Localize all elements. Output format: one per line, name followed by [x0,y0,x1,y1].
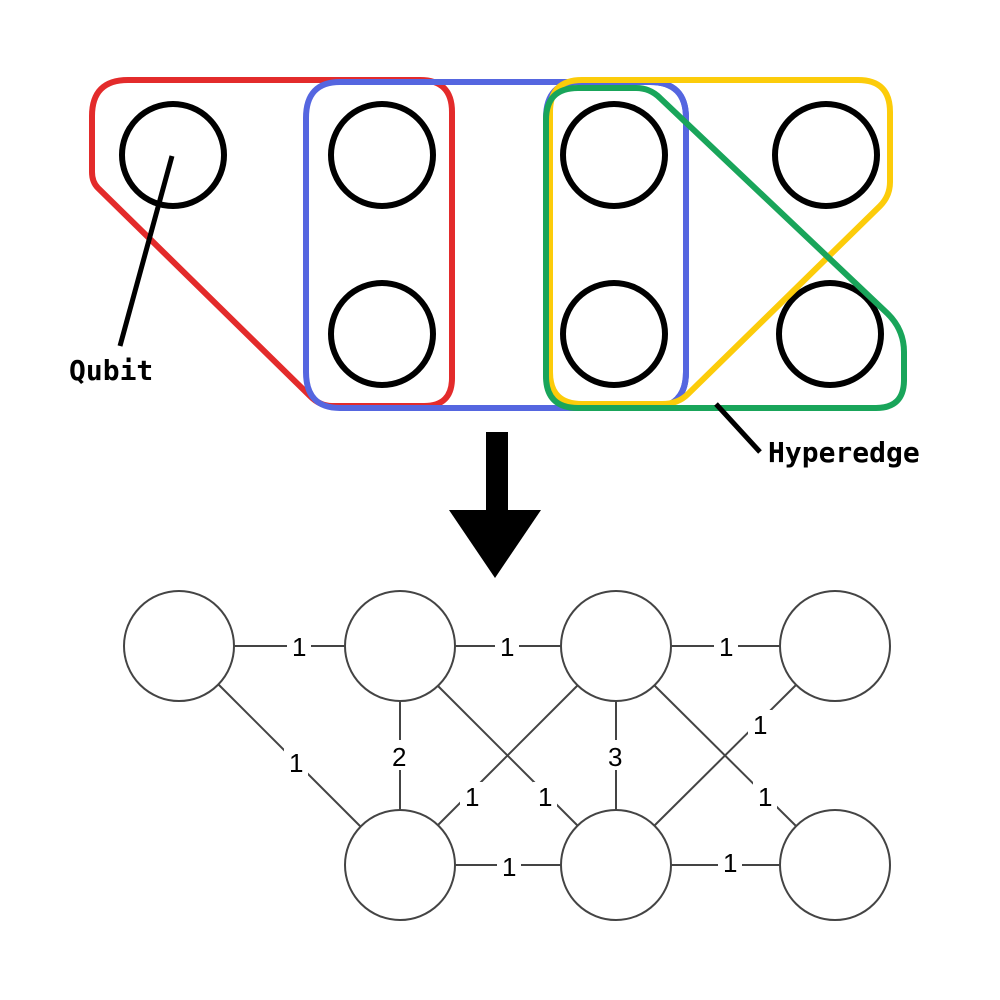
qubit-annotation: Qubit [69,354,153,387]
hyperedge-annotation: Hyperedge [768,436,920,469]
graph-node [560,590,672,702]
weight-bg [533,782,557,810]
hypergraph: Qubit Hyperedge [69,77,920,469]
weight-label: 2 [392,742,406,772]
weight-label: 1 [758,782,772,812]
qubit-circle [776,280,884,388]
hyperedge-blue-left [303,79,689,411]
weight-bg [497,852,521,880]
weight-label: 1 [502,852,516,882]
weight-bg [287,632,311,660]
qubit-circle [560,101,668,209]
weight-label: 1 [289,748,303,778]
weight-label: 1 [292,632,306,662]
weight-bg [714,632,738,660]
hyperedge-green [543,85,907,411]
arrow-head [449,510,541,578]
weight-bg [753,782,777,810]
weight-bg [386,740,414,770]
weight-bg [284,748,308,776]
weight-label: 1 [719,632,733,662]
graph-node [779,590,891,702]
graph-node [344,590,456,702]
weight-bg [460,782,484,810]
transform-arrow [449,432,541,578]
graph-node [779,809,891,921]
graph-node [344,809,456,921]
qubit-circle [772,101,880,209]
weight-label: 1 [753,710,767,740]
weighted-graph: 1 1 1 1 2 3 1 1 1 1 1 1 [123,590,891,921]
qubit-circle [119,101,227,209]
weight-bg [718,848,742,876]
weight-bg [748,710,772,738]
graph-edge [653,684,797,827]
weight-bg [602,740,630,770]
qubit-circle [328,101,436,209]
weight-bg [495,632,519,660]
hyperedge-pointer [714,402,762,454]
weight-label: 1 [723,848,737,878]
graph-node [123,590,235,702]
weight-label: 1 [538,782,552,812]
hyperedge-yellow [547,77,893,407]
weight-label: 1 [465,782,479,812]
arrow-shaft [486,432,508,514]
qubit-pointer [117,155,175,347]
qubit-circle [328,280,436,388]
weight-label: 3 [608,742,622,772]
graph-node [560,809,672,921]
weight-label: 1 [500,632,514,662]
qubit-circle [560,280,668,388]
